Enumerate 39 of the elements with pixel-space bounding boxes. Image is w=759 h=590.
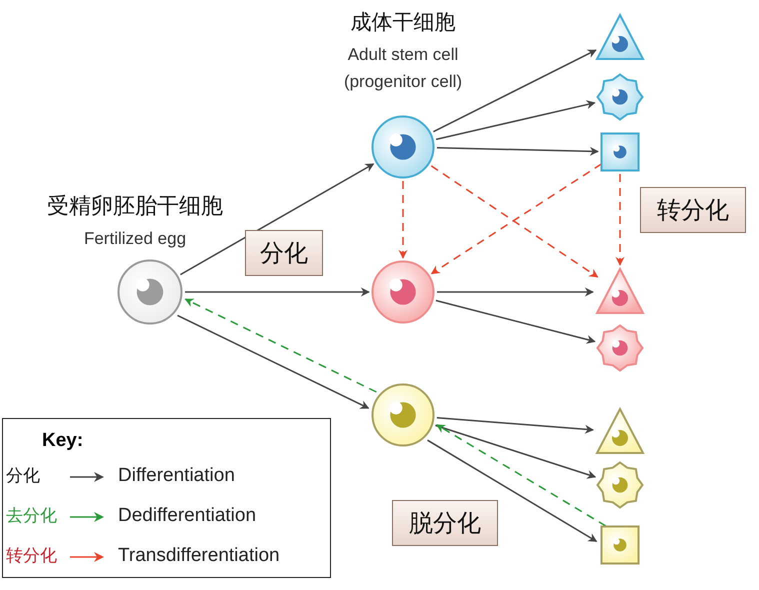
label-box: 转分化 xyxy=(640,187,746,233)
triangle-cell xyxy=(595,13,645,63)
triangle-cell xyxy=(595,267,645,317)
legend-term: 转分化 xyxy=(6,545,57,567)
legend-text: Differentiation xyxy=(118,465,235,487)
dashed-arrow xyxy=(436,424,606,527)
cell-title: 成体干细胞 xyxy=(350,9,456,36)
dashed-arrow xyxy=(616,174,624,266)
triangle-cell xyxy=(595,407,645,457)
arrow xyxy=(427,440,598,542)
arrow xyxy=(437,288,594,296)
cell-title: 受精卵胚胎干细胞 xyxy=(46,193,224,221)
legend-term: 分化 xyxy=(6,465,40,487)
dashed-arrow xyxy=(184,298,377,393)
cell-caption: Fertilized egg xyxy=(82,228,188,250)
star-cell xyxy=(596,324,644,372)
arrow xyxy=(185,288,370,296)
label-box: 分化 xyxy=(245,230,323,276)
arrow xyxy=(436,300,596,344)
circle-cell xyxy=(371,260,435,324)
arrow xyxy=(177,314,370,409)
cell-caption: Adult stem cell (progenitor cell) xyxy=(342,44,464,93)
arrow xyxy=(435,424,596,479)
legend-title: Key: xyxy=(42,430,84,452)
star-cell xyxy=(596,461,644,509)
legend-text: Transdifferentiation xyxy=(118,545,280,567)
box-cell xyxy=(600,132,640,172)
dashed-arrow xyxy=(398,181,408,259)
box-cell xyxy=(600,525,640,565)
star-cell xyxy=(596,73,644,121)
legend-term: 去分化 xyxy=(6,505,57,527)
arrow xyxy=(436,100,596,140)
legend-text: Dedifferentiation xyxy=(118,505,256,527)
arrow xyxy=(433,49,597,132)
arrow xyxy=(436,146,599,156)
circle-cell xyxy=(371,383,435,447)
label-box: 脱分化 xyxy=(392,500,498,546)
arrow xyxy=(180,163,374,276)
arrow xyxy=(436,416,594,434)
